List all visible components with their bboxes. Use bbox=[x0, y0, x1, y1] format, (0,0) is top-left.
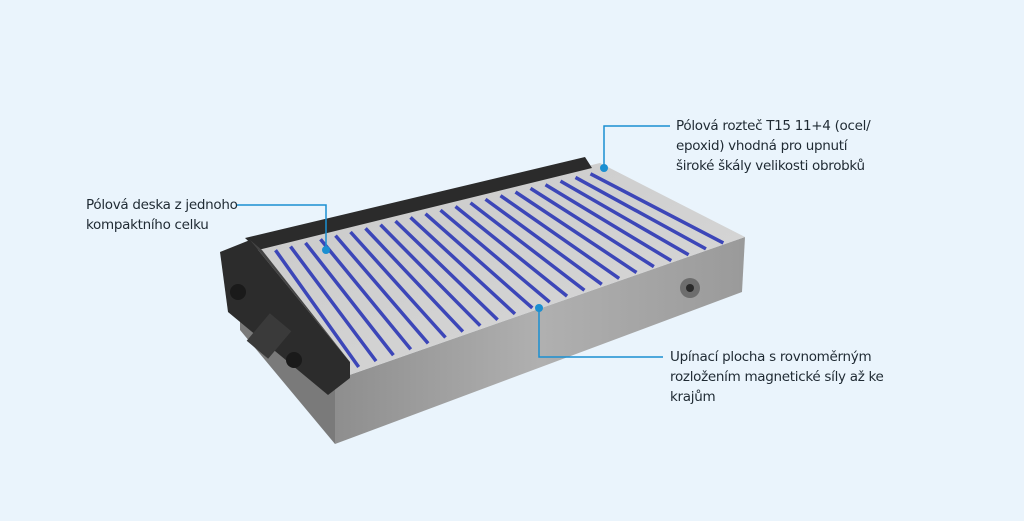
pole-stripe bbox=[529, 186, 655, 269]
bolt-icon bbox=[286, 352, 302, 368]
side-handle bbox=[246, 313, 292, 359]
pole-stripe bbox=[469, 201, 586, 292]
pole-stripe bbox=[409, 216, 517, 316]
pole-stripe bbox=[379, 223, 482, 327]
callout-dot-1 bbox=[322, 246, 330, 254]
pole-stripe bbox=[454, 205, 569, 298]
left-end-cap-top bbox=[250, 240, 350, 362]
chuck-front-face bbox=[335, 237, 745, 444]
pole-stripe bbox=[574, 175, 707, 251]
callout-dot-3 bbox=[535, 304, 543, 312]
callout-line-1 bbox=[237, 204, 327, 250]
callout-line-3 bbox=[538, 308, 663, 358]
left-end-cap bbox=[220, 240, 350, 395]
callout-line: Pólová rozteč T15 11+4 (ocel/ bbox=[676, 118, 871, 134]
callout-dot-2 bbox=[600, 164, 608, 172]
callout-text-2: Pólová rozteč T15 11+4 (ocel/ epoxid) vh… bbox=[676, 116, 871, 176]
callout-line: rozložením magnetické síly až ke bbox=[670, 369, 884, 385]
callout-line: epoxid) vhodná pro upnutí bbox=[676, 138, 848, 154]
pole-stripe bbox=[559, 179, 690, 257]
pole-stripe bbox=[304, 241, 395, 357]
pole-stripe bbox=[289, 245, 378, 363]
pole-stripe bbox=[349, 230, 447, 339]
pole-stripe bbox=[499, 194, 621, 280]
callout-text-3: Upínací plocha s rovnoměrným rozložením … bbox=[670, 347, 884, 407]
pole-stripe bbox=[514, 190, 638, 274]
pole-stripe bbox=[484, 197, 603, 286]
callout-text-1: Pólová deska z jednoho kompaktního celku bbox=[86, 195, 238, 235]
pole-stripe bbox=[424, 212, 534, 310]
pole-stripe bbox=[364, 227, 465, 333]
pole-stripe bbox=[439, 208, 551, 304]
callout-line: kompaktního celku bbox=[86, 217, 209, 233]
callout-line: Pólová deska z jednoho bbox=[86, 197, 238, 213]
pole-stripe bbox=[274, 249, 361, 369]
pole-stripe bbox=[394, 219, 499, 322]
callout-line: Upínací plocha s rovnoměrným bbox=[670, 349, 872, 365]
callout-line-2 bbox=[603, 125, 670, 168]
pole-stripe bbox=[544, 183, 673, 263]
callout-line: široké škály velikosti obrobků bbox=[676, 158, 865, 174]
pole-stripe bbox=[319, 238, 413, 351]
back-rail bbox=[245, 157, 592, 250]
control-socket-inner bbox=[686, 284, 694, 292]
bolt-icon bbox=[230, 284, 246, 300]
pole-stripes bbox=[274, 172, 725, 369]
callout-line: krajům bbox=[670, 389, 716, 405]
pole-stripe bbox=[334, 234, 430, 345]
pole-stripe bbox=[589, 172, 725, 245]
